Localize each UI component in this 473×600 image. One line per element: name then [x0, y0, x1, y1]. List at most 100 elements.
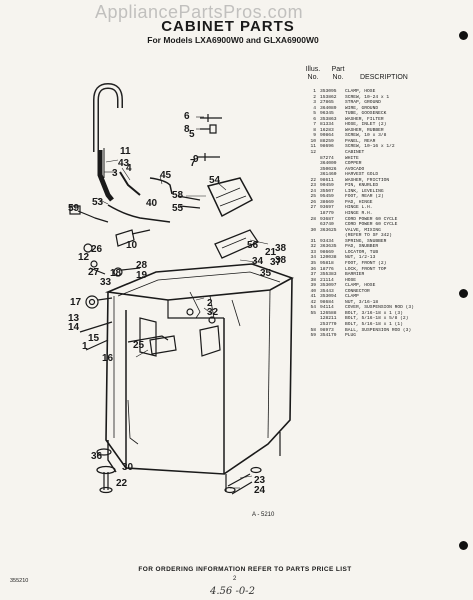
callout-number: 1: [82, 341, 88, 352]
callout-number: 36: [91, 451, 103, 462]
part-description: BARRIER: [345, 272, 365, 278]
illus-number: 12: [310, 150, 316, 156]
part-number: 27865: [320, 100, 334, 106]
part-number: 363635: [320, 244, 337, 250]
part-number: 353095: [320, 89, 337, 94]
callout-number: 8: [184, 124, 190, 135]
parts-list-row: 87274 WHITE: [304, 156, 464, 162]
callout-number: 28: [136, 260, 148, 271]
callout-number: 55: [172, 203, 184, 214]
part-number: 98973: [320, 327, 334, 333]
part-number: 98696: [320, 144, 334, 150]
illus-number: 34: [310, 255, 316, 261]
part-number: 63740: [320, 222, 334, 228]
part-description: HINGE R.H.: [345, 211, 373, 217]
illus-number: 5: [313, 111, 316, 117]
illus-header-line2: No.: [307, 74, 319, 81]
part-description: LINK, LEVELING: [345, 188, 384, 194]
illus-number: 24: [310, 188, 316, 194]
part-number: 98684: [320, 299, 334, 305]
part-number: 18779: [320, 211, 334, 217]
callout-number: 17: [70, 297, 82, 308]
parts-list-row: 24 35507 LINK, LEVELING: [304, 189, 464, 195]
callout-number: 5: [189, 129, 195, 140]
part-number: 253770: [320, 321, 337, 327]
part-description: COPPER: [345, 161, 362, 167]
part-number: 98611: [320, 177, 334, 183]
part-number: 35443: [320, 288, 334, 294]
illus-no-header: Illus. No.: [305, 66, 321, 82]
callout-number: 23: [254, 475, 266, 486]
part-number: 363625: [320, 227, 337, 233]
page-number: 2: [233, 576, 237, 582]
part-number: 128211: [320, 316, 337, 322]
callout-number: 22: [116, 478, 128, 489]
part-description: PIN, KNURLED: [345, 183, 379, 189]
part-description: WHITE: [345, 155, 359, 161]
part-description: NUT, 3/16-18: [345, 299, 379, 305]
illus-number: 1: [313, 89, 316, 94]
illus-number: 55: [310, 310, 316, 316]
part-description: VALVE, MIXING: [345, 227, 381, 233]
part-number: 353097: [320, 283, 337, 289]
part-description: CLAMP, HOSE: [345, 283, 376, 289]
callout-number: 15: [88, 333, 100, 344]
callout-number: 24: [254, 485, 266, 496]
illus-number: 42: [310, 299, 316, 305]
part-description: CORD POWER 60 CYCLE: [345, 222, 398, 228]
callout-number: 21: [265, 247, 277, 258]
description-header: DESCRIPTION: [360, 74, 408, 81]
part-number: 87274: [320, 155, 334, 161]
callout-number: 54: [209, 175, 221, 186]
illus-number: 2: [313, 94, 316, 100]
parts-list-row: 30 363625 VALVE, MIXING: [304, 228, 464, 234]
parts-list-row: 42 98684 NUT, 3/16-18: [304, 300, 464, 306]
document-number: 355210: [10, 578, 29, 584]
part-no-header: Part No.: [326, 66, 350, 82]
part-description: CONNECTOR: [345, 288, 370, 294]
illus-number: 3: [313, 100, 316, 106]
part-description: SCREW, 10 x 3/8: [345, 133, 387, 139]
parts-list-row: 63740 CORD POWER 60 CYCLE: [304, 222, 464, 228]
part-description: HINGE L.H.: [345, 205, 373, 211]
illus-number: 31: [310, 238, 316, 244]
callout-number: 33: [100, 277, 112, 288]
part-description: PAD, HINGE: [345, 199, 373, 205]
part-description: (REFER TO SF 342): [345, 233, 392, 239]
binder-hole-icon: [459, 541, 468, 550]
part-description: WIRE, GROUND: [345, 105, 379, 111]
callout-number: 9: [193, 154, 199, 165]
part-number: 361460: [320, 172, 337, 178]
illus-number: 8: [313, 127, 316, 133]
illus-number: 30: [310, 227, 316, 233]
illus-number: 9: [313, 133, 316, 139]
callout-number: 45: [160, 170, 172, 181]
callout-number: 11: [120, 146, 131, 157]
part-description: CLAMP, HOSE: [345, 89, 376, 94]
callout-number: 32: [207, 307, 219, 318]
binder-hole-icon: [459, 31, 468, 40]
part-description: PANEL, REAR: [345, 138, 376, 144]
part-description: TUBE, GOOSENECK: [345, 111, 387, 117]
illus-number: 10: [310, 138, 316, 144]
illus-number: 54: [310, 305, 316, 311]
part-number: 38669: [320, 199, 334, 205]
illus-number: 22: [310, 177, 316, 183]
part-header-line2: No.: [332, 74, 344, 81]
part-number: 35507: [320, 188, 334, 194]
callout-number: 43: [118, 158, 130, 169]
illus-number: 6: [313, 116, 316, 122]
